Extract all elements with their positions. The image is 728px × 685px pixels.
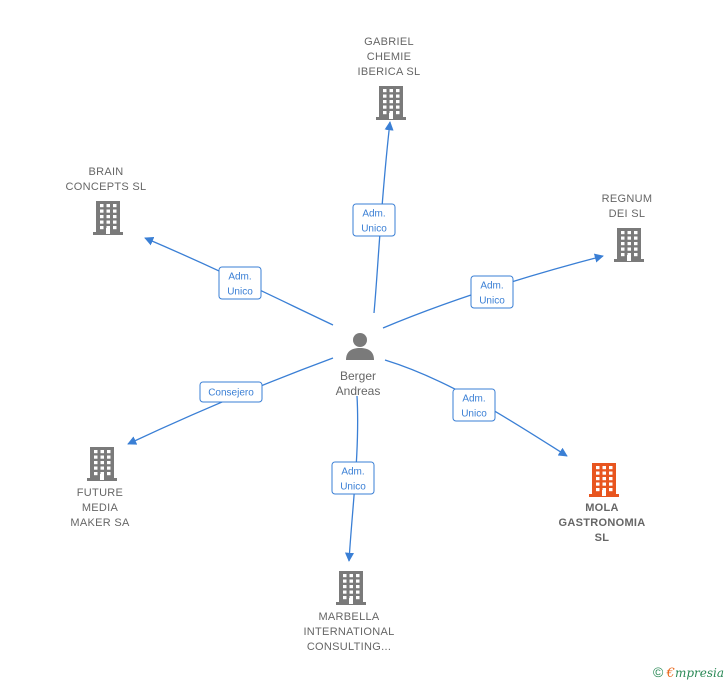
edge-label-gabriel[interactable]: Adm. Unico [352, 203, 396, 237]
node-label-mola[interactable]: MOLA GASTRONOMIA SL [558, 502, 646, 544]
edge-label-box [452, 388, 496, 422]
edge-label-box [352, 203, 396, 237]
node-label-marbella[interactable]: MARBELLA INTERNATIONAL CONSULTING... [303, 611, 395, 653]
node-label-gabriel[interactable]: GABRIEL CHEMIE IBERICA SL [357, 36, 421, 78]
edge-label-marbella[interactable]: Adm. Unico [331, 461, 375, 495]
edge-label-text: Adm. [341, 467, 364, 478]
building-icon-marbella[interactable] [336, 571, 366, 605]
edge-label-box [199, 381, 263, 403]
edge-label-brain[interactable]: Adm. Unico [218, 266, 262, 300]
edge-label-text: Consejero [208, 388, 254, 399]
brand-logo-text: mpresia [674, 666, 724, 680]
edge-label-text: Unico [227, 287, 253, 298]
building-icon-regnum[interactable] [614, 228, 644, 262]
edge-label-text: Adm. [362, 209, 385, 220]
edge-label-regnum[interactable]: Adm. Unico [470, 275, 514, 309]
brand-logo-letter: € [666, 666, 675, 681]
edge-label-text: Adm. [480, 281, 503, 292]
building-icon-mola[interactable] [589, 463, 619, 497]
edge-label-text: Adm. [228, 272, 251, 283]
edge-label-text: Unico [479, 296, 505, 307]
building-icon-gabriel[interactable] [376, 86, 406, 120]
copyright-icon: © [652, 664, 664, 680]
edge-label-box [470, 275, 514, 309]
building-icon-future[interactable] [87, 447, 117, 481]
person-icon[interactable] [346, 333, 374, 360]
edge-label-text: Unico [461, 409, 487, 420]
edge-label-text: Unico [361, 224, 387, 235]
edge-label-text: Unico [340, 482, 366, 493]
node-label-future[interactable]: FUTURE MEDIA MAKER SA [70, 487, 130, 529]
edge-label-box [331, 461, 375, 495]
edge-label-mola[interactable]: Adm. Unico [452, 388, 496, 422]
footer-brand: © €mpresia [653, 664, 724, 681]
edge-label-text: Adm. [462, 394, 485, 405]
building-icon-brain[interactable] [93, 201, 123, 235]
node-label-regnum[interactable]: REGNUM DEI SL [601, 193, 653, 220]
edge-label-box [218, 266, 262, 300]
edge-label-future[interactable]: Consejero [199, 381, 263, 403]
node-label-brain[interactable]: BRAIN CONCEPTS SL [65, 166, 147, 193]
center-person-name[interactable]: Berger Andreas [335, 369, 381, 398]
